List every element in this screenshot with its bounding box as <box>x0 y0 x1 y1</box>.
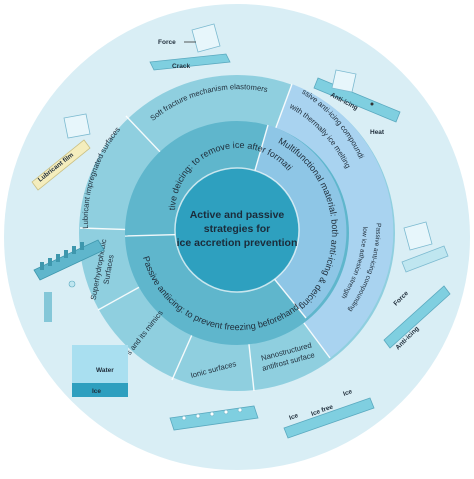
center-title-line1: Active and passive <box>190 209 285 221</box>
ice-bottom-1-label: Ice <box>288 412 299 422</box>
ice-bottom-2-label: Ice <box>342 388 353 398</box>
heat-label: Heat <box>370 129 385 136</box>
center-title-line2: strategies for <box>204 223 271 235</box>
force-crack-illustration: Force Crack <box>149 23 231 71</box>
center-title-line3: ice accretion prevention <box>177 237 298 249</box>
water-label: Water <box>96 367 114 374</box>
antifrost-illustration <box>169 405 259 431</box>
crack-label: Crack <box>172 63 190 70</box>
water-ice-illustration: Water Ice <box>72 345 128 397</box>
force-top-label: Force <box>158 39 176 46</box>
superhydrophobic-illustration <box>33 239 105 322</box>
ice-left-label: Ice <box>92 388 101 395</box>
center-disc <box>175 168 299 292</box>
